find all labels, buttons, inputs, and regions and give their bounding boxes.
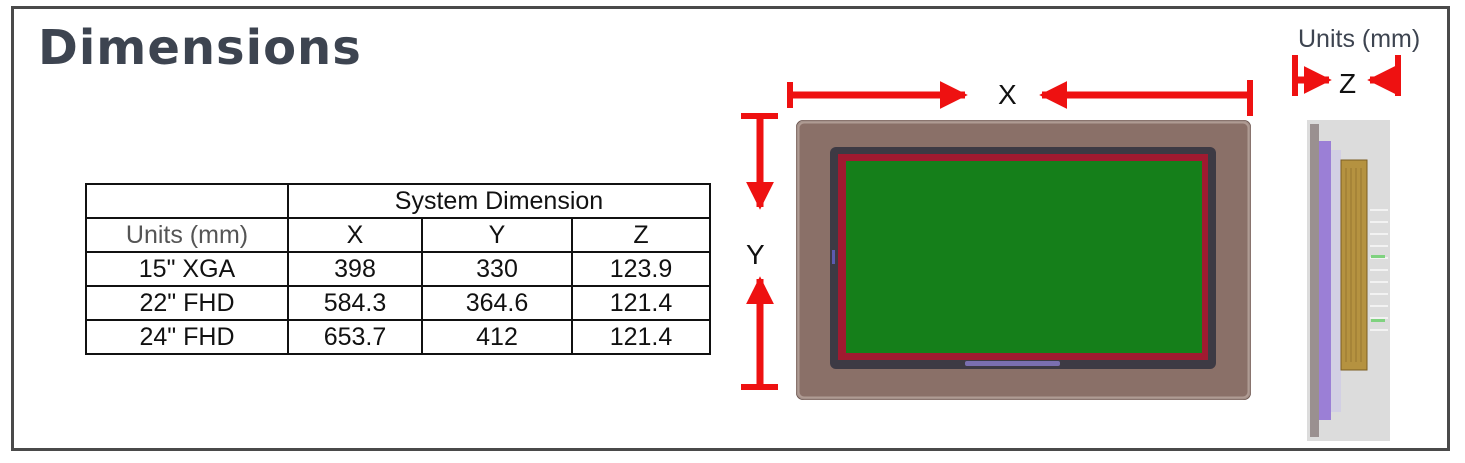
z-dimension-arrow <box>1292 55 1401 96</box>
display-screen <box>846 161 1202 353</box>
system-dimension-header: System Dimension <box>287 183 711 219</box>
x-dimension-arrow <box>787 80 1253 116</box>
front-led-strip <box>965 361 1060 366</box>
side-bezel <box>1310 124 1319 437</box>
y-cell: 330 <box>421 251 573 287</box>
column-header-z: Z <box>571 217 711 253</box>
table-row: 24" FHD 653.7 412 121.4 <box>85 319 711 355</box>
y-cell: 412 <box>421 319 573 355</box>
x-cell: 398 <box>287 251 423 287</box>
content-frame <box>11 6 1450 451</box>
table-row: 22" FHD 584.3 364.6 121.4 <box>85 285 711 321</box>
y-axis-label: Y <box>746 239 765 270</box>
x-axis-label: X <box>998 79 1017 110</box>
model-cell: 24" FHD <box>85 319 289 355</box>
model-cell: 15" XGA <box>85 251 289 287</box>
front-view <box>796 120 1251 400</box>
x-cell: 584.3 <box>287 285 423 321</box>
side-panel <box>1319 141 1331 420</box>
table-row: 15" XGA 398 330 123.9 <box>85 251 711 287</box>
z-axis-label: Z <box>1339 68 1357 99</box>
model-cell: 22" FHD <box>85 285 289 321</box>
side-view <box>1307 120 1390 441</box>
column-header-x: X <box>287 217 423 253</box>
y-cell: 364.6 <box>421 285 573 321</box>
units-note: Units (mm) <box>1298 25 1421 53</box>
y-dimension-arrow <box>741 113 778 390</box>
units-label-cell: Units (mm) <box>85 217 289 253</box>
page-title: Dimensions <box>38 20 362 76</box>
table-header-row: System Dimension <box>85 183 711 219</box>
column-header-y: Y <box>421 217 573 253</box>
z-cell: 121.4 <box>571 319 711 355</box>
dimension-table: System Dimension Units (mm) X Y Z 15" XG… <box>85 183 711 355</box>
z-cell: 123.9 <box>571 251 711 287</box>
connector-block <box>1340 159 1368 371</box>
table-corner-cell <box>85 183 289 219</box>
table-column-row: Units (mm) X Y Z <box>85 217 711 253</box>
z-cell: 121.4 <box>571 285 711 321</box>
x-cell: 653.7 <box>287 319 423 355</box>
